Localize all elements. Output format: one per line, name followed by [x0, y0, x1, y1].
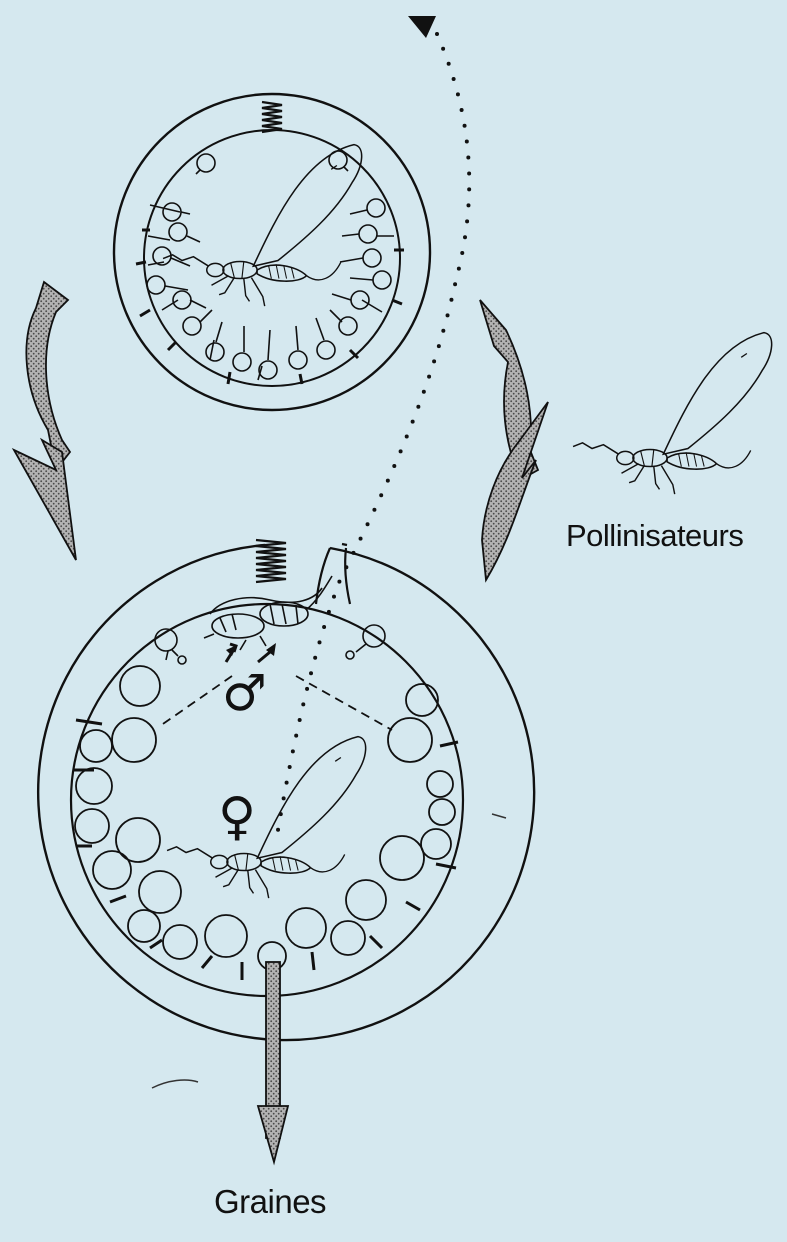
cycle-arrow-right	[480, 300, 548, 580]
pollinator-wasp-insect	[573, 333, 772, 495]
top-fig-receptacle	[114, 94, 430, 410]
female-symbol: ♀	[218, 787, 256, 847]
bottom-fig-receptacle	[38, 540, 534, 1040]
male-wasp-insect	[204, 576, 332, 650]
female-wasp-insect	[167, 737, 366, 899]
male-symbol: ♂	[222, 664, 267, 722]
cycle-arrow-left	[14, 282, 76, 560]
seeds-label: Graines	[214, 1183, 326, 1221]
seed-arrow	[258, 962, 288, 1162]
wasp-insect-in-top-fig	[163, 145, 362, 307]
pollinators-label: Pollinisateurs	[566, 518, 743, 554]
